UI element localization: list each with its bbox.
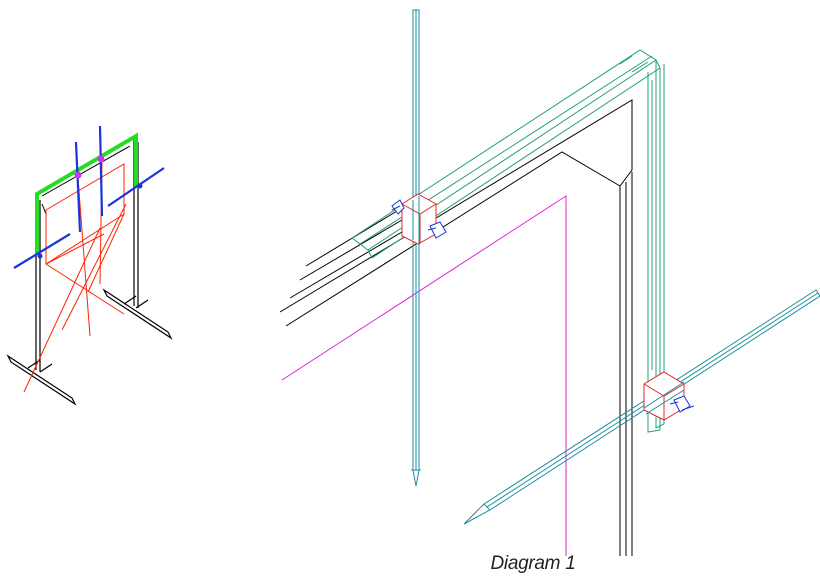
marker-dot (137, 183, 143, 189)
highlight-frame (35, 132, 138, 254)
left-foot (6, 354, 77, 406)
frame-edges (279, 99, 633, 556)
right-foot (102, 288, 173, 340)
vertical-rod (411, 9, 421, 487)
marker-dot (74, 171, 82, 179)
diagram-caption: Diagram 1 (490, 553, 576, 574)
marker-dot (97, 155, 105, 163)
marker-dot (37, 253, 43, 259)
magenta-guide (281, 195, 567, 556)
blue-axes (13, 125, 165, 269)
diagonal-rod (463, 289, 820, 525)
detail-figure (279, 9, 820, 556)
clamp-knob-icon (669, 395, 695, 413)
overview-figure (6, 125, 173, 406)
clamp-knob-icon (391, 199, 447, 239)
projection-lines (23, 159, 127, 393)
